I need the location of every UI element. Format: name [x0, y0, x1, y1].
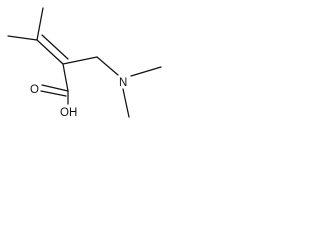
hydroxyl-label: OH [60, 107, 77, 119]
structure-canvas: O OH N [0, 0, 171, 150]
bond-alpha-carboxyl [62, 63, 69, 92]
bond-nitrogen-methyl-1 [130, 66, 162, 77]
bond-top-methyl [36, 7, 44, 41]
bond-nitrogen-methyl-2 [122, 88, 130, 118]
carbonyl-oxygen-label: O [30, 84, 39, 96]
bond-alkene-1 [36, 39, 64, 65]
bond-methylene-nitrogen [96, 56, 119, 76]
amine-nitrogen-label: N [119, 77, 127, 89]
bond-alpha-methylene [62, 56, 98, 65]
bond-carbonyl-1 [41, 84, 69, 92]
bond-carbonyl-2 [40, 90, 67, 97]
bond-left-methyl [7, 35, 38, 41]
bond-alkene-2 [41, 34, 69, 60]
skeletal-formula: O OH N [7, 7, 162, 119]
